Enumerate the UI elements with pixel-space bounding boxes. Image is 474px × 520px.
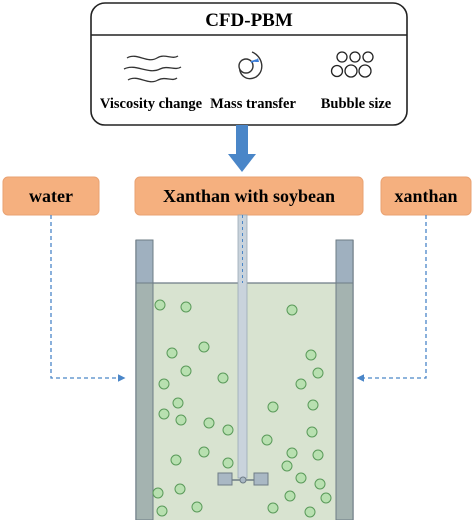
label-xanthan-soybean: Xanthan with soybean xyxy=(163,186,335,206)
impeller-icon xyxy=(217,472,269,486)
label-xanthan-soybean-box: Xanthan with soybean xyxy=(134,176,364,216)
bubble xyxy=(312,367,324,379)
bubble xyxy=(170,454,182,466)
bubble xyxy=(222,457,234,469)
bubble xyxy=(267,401,279,413)
bubble xyxy=(156,505,168,517)
dashed-connector-right xyxy=(356,215,427,382)
impeller-shaft xyxy=(237,214,248,479)
bubble xyxy=(286,447,298,459)
bubble xyxy=(166,347,178,359)
bubbles-icon xyxy=(330,51,374,78)
mass-transfer-icon xyxy=(238,51,263,80)
baffle-right xyxy=(335,239,354,284)
bubble xyxy=(180,301,192,313)
stirred-tank xyxy=(135,214,354,520)
bubble xyxy=(222,424,234,436)
bubble xyxy=(284,490,296,502)
bubble xyxy=(295,472,307,484)
baffle-left xyxy=(135,239,154,284)
bubble xyxy=(286,304,298,316)
bubble xyxy=(198,446,210,458)
bubble xyxy=(198,341,210,353)
bubble xyxy=(180,365,192,377)
bubble xyxy=(307,399,319,411)
bubble xyxy=(152,487,164,499)
bubble xyxy=(304,506,316,518)
cfd-pbm-title: CFD-PBM xyxy=(205,10,293,31)
bubble xyxy=(154,299,166,311)
wavy-lines-icon xyxy=(123,55,182,83)
bubble xyxy=(312,449,324,461)
bubble xyxy=(305,349,317,361)
bubbles-in-liquid xyxy=(152,299,332,518)
label-bubble-size: Bubble size xyxy=(321,96,392,112)
bubble xyxy=(267,502,279,514)
bubble xyxy=(191,501,203,513)
label-xanthan-box: xanthan xyxy=(380,176,472,216)
bubble xyxy=(172,397,184,409)
label-viscosity-change: Viscosity change xyxy=(100,96,203,112)
bubble xyxy=(175,414,187,426)
cfd-pbm-box: CFD-PBM Viscosity change Mass transfer B… xyxy=(90,2,408,126)
bubble xyxy=(217,372,229,384)
bubble xyxy=(174,483,186,495)
bubble xyxy=(314,478,326,490)
bubble xyxy=(306,426,318,438)
label-water: water xyxy=(29,186,73,206)
bubble xyxy=(158,378,170,390)
bubble xyxy=(261,434,273,446)
bubble xyxy=(320,492,332,504)
dashed-connector-left xyxy=(50,215,126,382)
bubble xyxy=(203,417,215,429)
label-mass-transfer: Mass transfer xyxy=(210,96,296,112)
bubble xyxy=(281,460,293,472)
bubble xyxy=(158,408,170,420)
bubble xyxy=(295,378,307,390)
label-xanthan: xanthan xyxy=(394,186,457,206)
label-water-box: water xyxy=(2,176,100,216)
down-arrow-icon xyxy=(228,125,256,172)
